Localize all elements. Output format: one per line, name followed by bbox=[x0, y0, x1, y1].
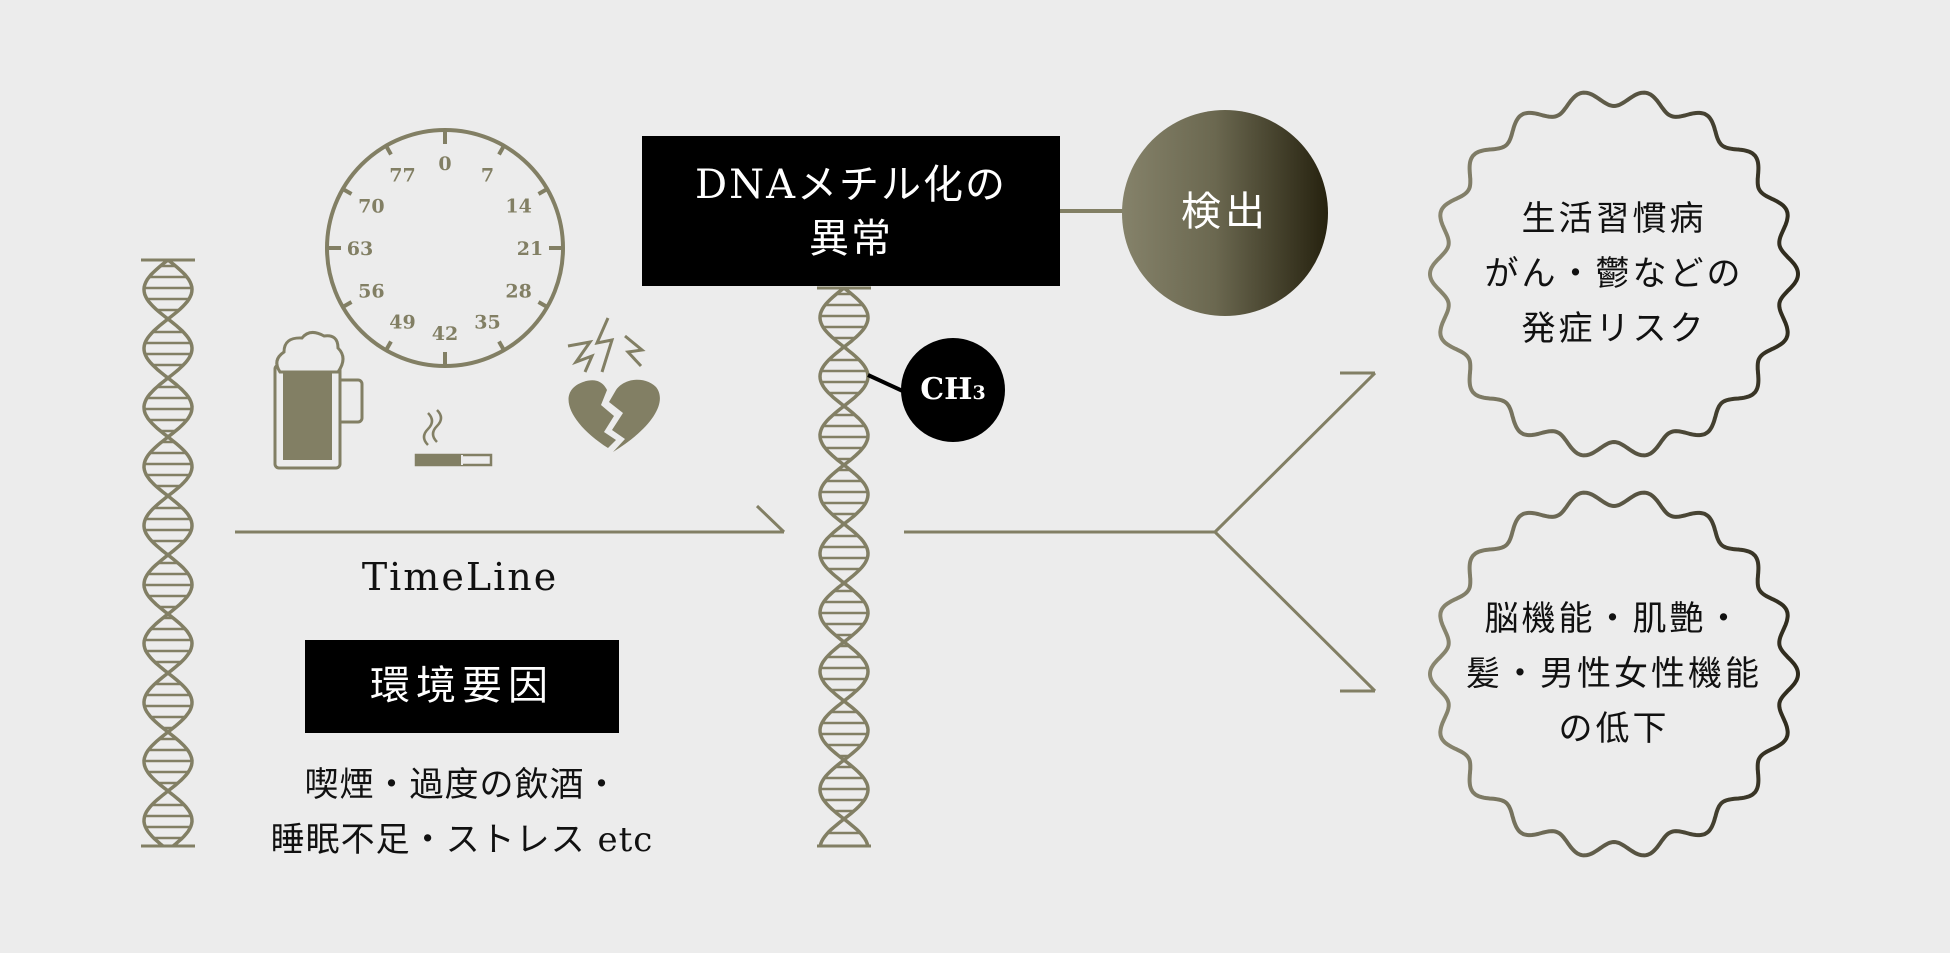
clock-tick bbox=[499, 146, 504, 155]
clock-number: 7 bbox=[481, 164, 494, 186]
methylation-title-line2: 異常 bbox=[642, 212, 1060, 266]
detection-label: 検出 bbox=[1122, 188, 1328, 236]
clock-tick bbox=[539, 302, 548, 307]
clock-tick bbox=[343, 302, 352, 307]
risk-top-line1: 生活習慣病 bbox=[1436, 192, 1792, 247]
beer-mug-icon bbox=[275, 332, 362, 468]
risk-bottom-line2: 髪・男性女性機能 bbox=[1436, 647, 1792, 702]
clock-tick bbox=[343, 189, 352, 194]
methylation-box: DNAメチル化の 異常 bbox=[642, 136, 1060, 286]
clock-number: 49 bbox=[389, 312, 415, 334]
environment-factors-line1: 喫煙・過度の飲酒・ bbox=[222, 758, 702, 813]
cigarette-icon bbox=[416, 410, 491, 465]
clock-number: 56 bbox=[358, 281, 384, 303]
clock-number: 63 bbox=[347, 238, 373, 260]
clock-number: 77 bbox=[389, 164, 415, 186]
ch3-main: CH bbox=[920, 372, 972, 407]
timeline-label: TimeLine bbox=[330, 554, 590, 600]
clock-number: 70 bbox=[358, 196, 384, 218]
clock-tick bbox=[499, 342, 504, 351]
risk-bottom-line3: の低下 bbox=[1436, 702, 1792, 757]
clock-number: 28 bbox=[505, 281, 531, 303]
ch3-subscript: 3 bbox=[973, 382, 986, 404]
ch3-label: CH3 bbox=[901, 372, 1005, 411]
environment-box: 環境要因 bbox=[305, 640, 619, 733]
dna-helix-icon-center bbox=[817, 288, 871, 846]
clock-tick bbox=[386, 342, 391, 351]
clock-tick bbox=[539, 189, 548, 194]
dna-strand bbox=[144, 260, 192, 846]
environment-factors-line2: 睡眠不足・ストレス etc bbox=[222, 813, 702, 868]
clock-number: 14 bbox=[505, 196, 531, 218]
dna-helix-icon-left bbox=[141, 260, 195, 846]
timeline-arrow bbox=[235, 506, 784, 532]
risk-bottom-text: 脳機能・肌艶・ 髪・男性女性機能 の低下 bbox=[1436, 592, 1792, 757]
risk-top-text: 生活習慣病 がん・鬱などの 発症リスク bbox=[1436, 192, 1792, 357]
methylation-title-line1: DNAメチル化の bbox=[642, 158, 1060, 212]
clock-number: 0 bbox=[438, 153, 451, 175]
risk-top-line3: 発症リスク bbox=[1436, 302, 1792, 357]
clock-number: 21 bbox=[517, 238, 543, 260]
lightning-icon bbox=[568, 318, 642, 372]
risk-top-line2: がん・鬱などの bbox=[1436, 247, 1792, 302]
clock-number: 42 bbox=[432, 323, 458, 345]
broken-heart-icon bbox=[569, 380, 660, 452]
risk-bottom-line1: 脳機能・肌艶・ bbox=[1436, 592, 1792, 647]
environment-factors: 喫煙・過度の飲酒・ 睡眠不足・ストレス etc bbox=[222, 758, 702, 868]
clock-number: 35 bbox=[474, 312, 500, 334]
clock-tick bbox=[386, 146, 391, 155]
